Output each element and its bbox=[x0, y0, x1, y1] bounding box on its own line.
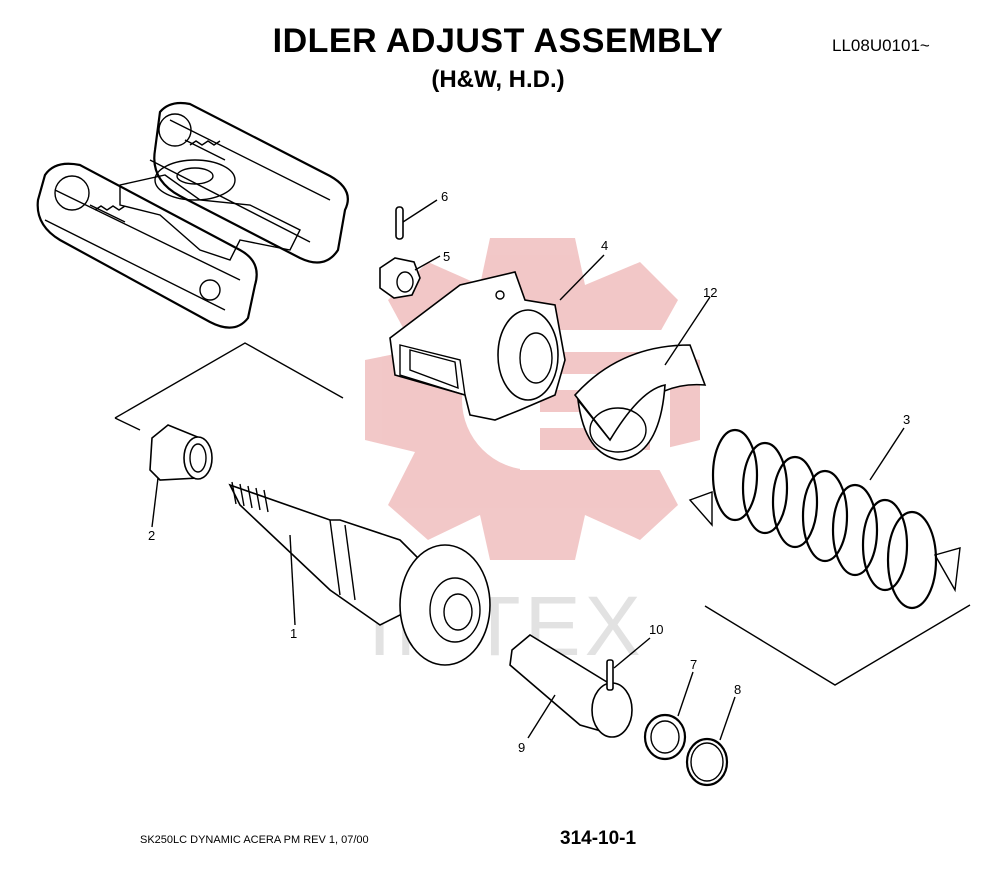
idler-adjust-rod-part bbox=[228, 481, 491, 666]
callout-12: 12 bbox=[703, 285, 717, 300]
callout-9: 9 bbox=[518, 740, 525, 755]
diagram-subtitle: (H&W, H.D.) bbox=[0, 66, 1000, 94]
cotter-pin-part bbox=[395, 206, 404, 240]
idler-yoke-part bbox=[389, 271, 566, 421]
piston-part bbox=[509, 634, 633, 738]
snap-ring-part bbox=[685, 737, 729, 787]
model-code: LL08U0101~ bbox=[832, 36, 930, 55]
bushing-part bbox=[149, 424, 213, 481]
leader-lines bbox=[151, 199, 905, 741]
callout-5: 5 bbox=[443, 249, 450, 264]
callout-8: 8 bbox=[734, 682, 741, 697]
callout-2: 2 bbox=[148, 528, 155, 543]
diagram-subtitle-text: (H&W, H.D.) bbox=[431, 66, 565, 93]
seal-ring-part bbox=[643, 713, 687, 761]
undercarriage-overview bbox=[36, 101, 349, 329]
assembly-axis-line bbox=[114, 417, 141, 431]
diagram-title-text: IDLER ADJUST ASSEMBLY bbox=[272, 22, 724, 60]
callout-6: 6 bbox=[441, 189, 448, 204]
callout-10: 10 bbox=[649, 622, 663, 637]
page-number: 314-10-1 bbox=[560, 828, 637, 849]
spring-seat-part bbox=[573, 344, 707, 461]
callout-1: 1 bbox=[290, 626, 297, 641]
footer-document-reference: SK250LC DYNAMIC ACERA PM REV 1, 07/00 bbox=[140, 834, 369, 846]
assembly-axis-line bbox=[704, 604, 971, 686]
nut-part bbox=[379, 257, 421, 299]
callout-4: 4 bbox=[601, 238, 608, 253]
recoil-spring-part bbox=[688, 428, 961, 610]
pin-part bbox=[606, 659, 614, 691]
diagram-title: IDLER ADJUST ASSEMBLY bbox=[0, 22, 1000, 61]
callout-7: 7 bbox=[690, 657, 697, 672]
callout-3: 3 bbox=[903, 412, 910, 427]
assembly-axis-line bbox=[114, 342, 344, 419]
